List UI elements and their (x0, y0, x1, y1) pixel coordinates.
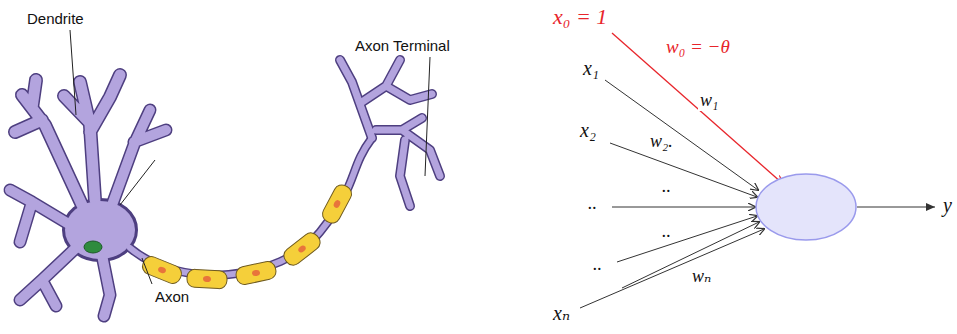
weight-label: wₙ (690, 266, 713, 287)
output-label: y (941, 194, 954, 217)
input-label: x₂ (578, 119, 598, 142)
weight-label: w₂. (648, 131, 675, 152)
ellipsis: .. (660, 221, 673, 242)
part-label: Axon Terminal (355, 37, 450, 54)
weight-label: w₁ (698, 90, 720, 111)
bias-input: x₀ = 1 (551, 4, 609, 29)
input-label: x₁ (581, 57, 601, 80)
bias-weight: w₀ = −θ (664, 36, 732, 58)
myelin-sheaths (140, 182, 354, 289)
ellipsis: .. (591, 254, 604, 275)
part-label: Dendrite (27, 10, 84, 27)
part-label: Axon (155, 288, 189, 305)
output-line (857, 207, 935, 208)
nucleus (84, 241, 102, 253)
ellipsis: .. (586, 193, 599, 214)
neuron-unit (756, 174, 856, 240)
ellipsis: .. (660, 176, 673, 197)
bias-line (612, 33, 782, 183)
leader-lines (70, 30, 430, 284)
input-lines (580, 80, 764, 308)
input-label: xₙ (551, 302, 572, 325)
